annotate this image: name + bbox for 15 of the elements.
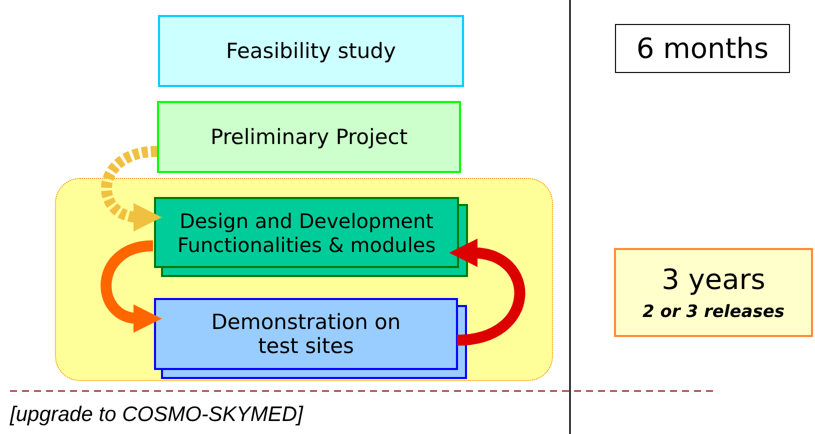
duration-box <box>614 248 813 337</box>
duration-box <box>615 24 790 73</box>
process-box <box>158 15 464 87</box>
group-band <box>55 178 553 381</box>
sub-label: 2 or 3 releases <box>642 302 784 322</box>
process-box <box>157 101 461 173</box>
box-label: 6 months <box>636 32 769 65</box>
curved-arrow <box>449 239 526 346</box>
note-text: [upgrade to COSMO-SKYMED] <box>10 403 303 427</box>
box-label: Preliminary Project <box>210 125 408 149</box>
box-label: Design and Development Functionalities & modules <box>176 208 437 256</box>
box-label: Feasibility study <box>226 39 396 63</box>
curved-arrow <box>101 146 162 231</box>
box-label: Demonstration on test sites <box>210 310 402 358</box>
box-label: 3 years <box>662 263 766 296</box>
